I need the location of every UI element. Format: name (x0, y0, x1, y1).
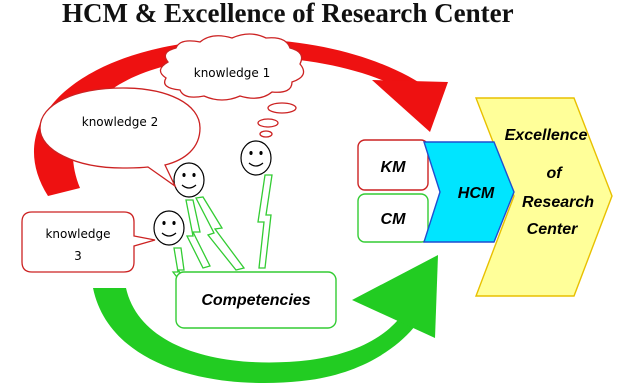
lightning-bolt-2 (195, 196, 246, 271)
knowledge-1-label: knowledge 1 (194, 66, 271, 80)
excellence-line-4: Center (527, 221, 578, 238)
knowledge-3-label-line1: knowledge (45, 227, 110, 241)
green-curved-arrow (93, 255, 438, 384)
cm-box: CM (357, 193, 429, 243)
smiley-face-2 (173, 162, 205, 198)
smiley-face-1 (240, 140, 272, 176)
excellence-line-1: Excellence (505, 127, 588, 144)
red-curved-arrow (33, 39, 448, 197)
hcm-label: HCM (458, 185, 495, 202)
competencies-box: Competencies (175, 271, 337, 329)
excellence-line-2: of (546, 165, 563, 182)
lightning-bolts (171, 174, 273, 282)
excellence-line-3: Research (522, 194, 594, 211)
knowledge-3-label-line2: 3 (74, 249, 82, 263)
knowledge-2-label: knowledge 2 (82, 115, 159, 129)
hcm-arrow-shape: HCM (423, 141, 515, 243)
competencies-label: Competencies (201, 292, 310, 309)
lightning-bolt-1 (257, 174, 273, 269)
km-label: KM (381, 159, 407, 176)
thought-cloud-knowledge-1: knowledge 1 (159, 33, 305, 138)
excellence-chevron: Excellence of Research Center (474, 97, 613, 297)
cm-label: CM (381, 211, 407, 228)
km-box: KM (357, 139, 429, 191)
lightning-bolt-3 (185, 199, 211, 269)
diagram-title: HCM & Excellence of Research Center (62, 0, 514, 28)
speech-bubble-knowledge-2: knowledge 2 (39, 87, 201, 188)
smiley-face-3 (153, 210, 185, 246)
speech-bubble-knowledge-3: knowledge 3 (21, 211, 156, 273)
